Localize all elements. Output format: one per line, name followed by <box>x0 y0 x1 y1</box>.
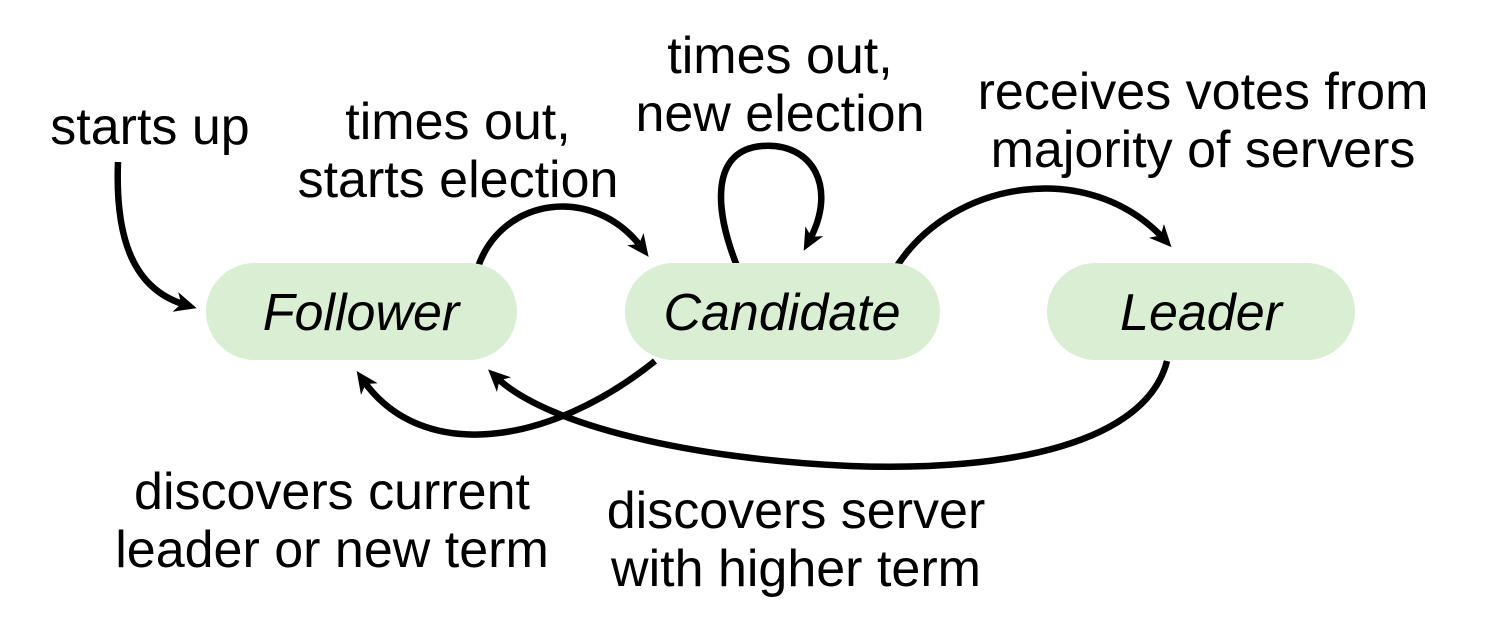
label-follower-to-candidate: times out, starts election <box>298 93 619 209</box>
arrow-candidate-to-follower <box>356 358 658 438</box>
arrow-candidate-to-leader <box>894 185 1172 268</box>
label-candidate-self-loop-line2: new election <box>635 85 924 143</box>
state-pill-follower <box>206 263 517 360</box>
arrow-startup <box>114 161 197 312</box>
label-leader-to-follower: discovers server with higher term <box>607 482 986 598</box>
arrow-follower-to-candidate <box>474 203 649 269</box>
label-follower-to-candidate-line1: times out, <box>345 93 570 151</box>
state-label-follower: Follower <box>263 284 462 342</box>
state-pill-leader <box>1047 263 1355 360</box>
label-follower-to-candidate-line2: starts election <box>298 151 619 209</box>
label-leader-to-follower-line2: with higher term <box>610 540 981 598</box>
state-label-leader: Leader <box>1120 284 1285 342</box>
label-candidate-to-leader-line1: receives votes from <box>978 63 1429 121</box>
state-label-candidate: Candidate <box>663 284 900 342</box>
label-candidate-self-loop-line1: times out, <box>667 27 892 85</box>
label-candidate-to-follower: discovers current leader or new term <box>115 463 549 579</box>
label-candidate-to-follower-line1: discovers current <box>134 463 530 521</box>
arrow-candidate-self-loop <box>717 142 825 268</box>
label-candidate-to-leader: receives votes from majority of servers <box>978 63 1429 179</box>
label-candidate-to-leader-line2: majority of servers <box>991 121 1416 179</box>
arrow-leader-to-follower <box>488 360 1171 470</box>
label-candidate-to-follower-line2: leader or new term <box>115 521 549 579</box>
label-candidate-self-loop: times out, new election <box>635 27 924 143</box>
state-pill-candidate <box>625 263 940 360</box>
label-leader-to-follower-line1: discovers server <box>607 482 986 540</box>
label-startup: starts up <box>50 98 249 156</box>
